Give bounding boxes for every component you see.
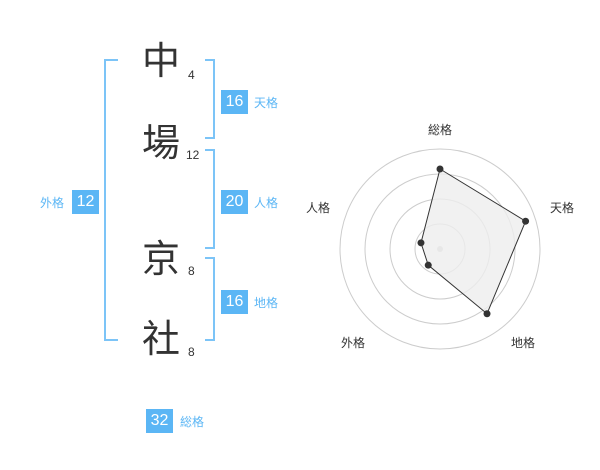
- soukaku-value: 32: [146, 409, 173, 433]
- name-char-4: 社: [141, 317, 180, 361]
- name-char-3: 京: [141, 237, 180, 281]
- radar-axis-label-soukaku: 総格: [428, 123, 453, 137]
- chikaku-bracket: [205, 257, 215, 341]
- jinkaku-label: 人格: [254, 196, 279, 210]
- jinkaku-bracket: [205, 149, 215, 249]
- stroke-count-3: 8: [188, 264, 195, 278]
- tenkaku-label: 天格: [254, 96, 279, 110]
- gaikaku-value: 12: [72, 190, 99, 214]
- name-char-2: 場: [141, 121, 180, 165]
- radar-axis-label-gaikaku: 外格: [341, 336, 366, 350]
- radar-series-polygon: [420, 168, 527, 315]
- stroke-count-1: 4: [188, 68, 195, 82]
- radar-point: [522, 217, 530, 225]
- tenkaku-bracket: [205, 59, 215, 139]
- stroke-count-2: 12: [186, 148, 200, 162]
- radar-ring: [339, 148, 541, 350]
- radar-point: [417, 239, 425, 247]
- jinkaku-value: 20: [221, 190, 248, 214]
- tenkaku-value: 16: [221, 90, 248, 114]
- name-char-1: 中: [141, 39, 180, 83]
- radar-axis-label-chikaku: 地格: [511, 336, 536, 350]
- radar-point: [424, 261, 432, 269]
- stroke-count-4: 8: [188, 345, 195, 359]
- radar-point: [483, 310, 491, 318]
- radar-point: [436, 165, 444, 173]
- gaikaku-label: 外格: [40, 196, 65, 210]
- chikaku-value: 16: [221, 290, 248, 314]
- radar-axis-label-tenkaku: 天格: [550, 201, 575, 215]
- soukaku-label: 総格: [180, 415, 205, 429]
- gaikaku-bracket: [104, 59, 118, 341]
- chikaku-label: 地格: [254, 296, 279, 310]
- radar-axis-label-jinkaku: 人格: [306, 201, 331, 215]
